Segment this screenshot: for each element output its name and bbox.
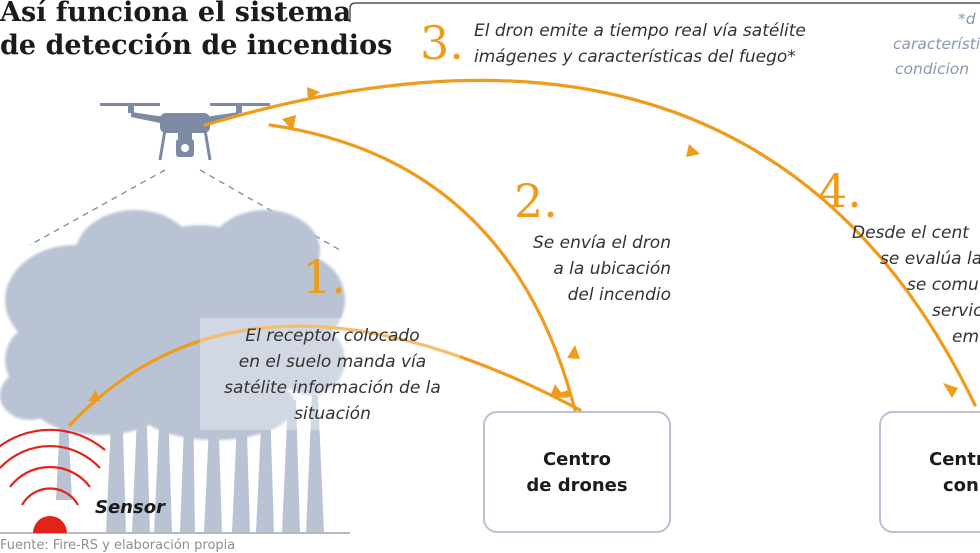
step-4-line: se comu [907,275,979,295]
step-2-line: Se envía el dron [532,233,671,253]
footnote-line: característi [893,35,980,53]
step-1-line: situación [294,404,371,424]
step-4-line: se evalúa la [880,249,980,269]
arrow-heads [88,87,958,401]
step-1-line: en el suelo manda vía [238,352,427,372]
arrow-drone-to-control [203,78,977,407]
step-4-text: Desde el cent se evalúa la se comu servi… [852,220,980,350]
title-line-1: Así funciona el sistema [0,0,352,28]
title-line-2: de detección de incendios [0,30,393,61]
control-center-box: Centr con [879,411,980,533]
footnote: *d característi condicion [893,7,980,82]
drones-center-box: Centro de drones [483,411,671,533]
step-2-line: a la ubicación [553,259,671,279]
step-2-text: Se envía el dron a la ubicación del ince… [515,230,671,308]
step-4-line: Desde el cent [852,223,969,243]
step-4-number: 4. [818,164,862,218]
step-3-line: imágenes y características del fuego* [474,47,796,67]
footnote-line: condicion [895,60,970,78]
footnote-line: *d [958,10,976,28]
drone-icon [100,103,270,161]
step-4-line: servic [932,301,980,321]
step-3-number: 3. [420,16,464,70]
step-1-text: El receptor colocado en el suelo manda v… [210,323,455,427]
step-2-number: 2. [514,174,558,228]
sensor-label: Sensor [95,497,165,518]
page-title: Así funciona el sistema de detección de … [0,0,392,62]
control-center-label: Centr [929,449,980,470]
step-1-line: satélite información de la [224,378,441,398]
trees-illustration [0,210,345,532]
drones-center-label: Centro [542,449,612,470]
flow-arrows [68,78,977,427]
step-3-line: El dron emite a tiempo real vía satélite [474,21,806,41]
step-2-line: del incendio [567,285,671,305]
step-4-line: em [952,327,980,347]
arrow-sensor-to-drones [68,324,582,427]
arrow-drones-to-drone [268,123,577,412]
source-credit: Fuente: Fire-RS y elaboración propia [0,538,236,553]
text-halo [200,318,460,430]
sensor-icon [0,428,106,533]
drones-center-label: de drones [526,475,628,496]
control-center-label: con [943,475,979,496]
step-1-number: 1. [302,250,346,304]
step-1-line: El receptor colocado [245,326,420,346]
title-bracket [349,2,980,22]
step-3-text: El dron emite a tiempo real vía satélite… [474,18,806,70]
